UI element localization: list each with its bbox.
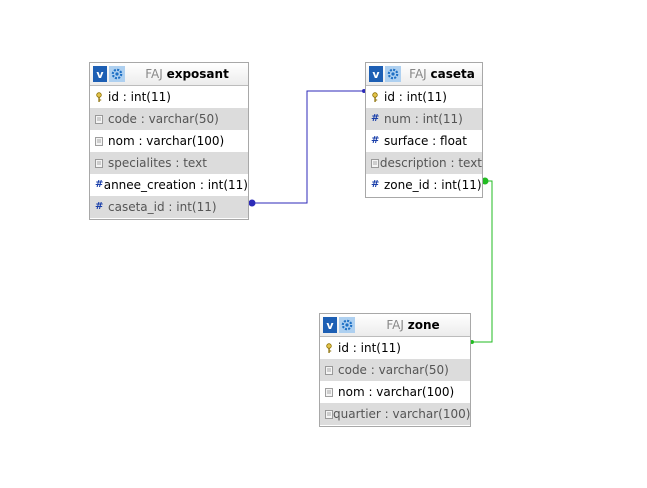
table-header[interactable]: v FAJ exposant: [90, 63, 248, 86]
column-label: id : int(11): [108, 90, 171, 104]
column-row[interactable]: description : text: [366, 152, 482, 174]
gear-icon[interactable]: [385, 66, 401, 82]
relation-caseta-zone-end: [481, 177, 489, 185]
table-db-name: FAJ: [386, 318, 404, 332]
number-hash-icon: #: [371, 113, 380, 124]
relation-exposant-caseta-end: [248, 199, 256, 207]
relation-exposant-caseta[interactable]: [252, 90, 365, 204]
column-label: description : text: [379, 156, 482, 170]
column-row[interactable]: # zone_id : int(11): [366, 174, 482, 196]
column-label: nom : varchar(100): [338, 385, 455, 399]
column-row[interactable]: code : varchar(50): [320, 359, 470, 381]
column-label: annee_creation : int(11): [103, 178, 248, 192]
relation-caseta-zone-start: [470, 340, 474, 344]
table-title: FAJ caseta: [405, 67, 479, 81]
column-label: code : varchar(50): [108, 112, 219, 126]
column-label: specialites : text: [108, 156, 207, 170]
column-row[interactable]: id : int(11): [90, 86, 248, 108]
column-row[interactable]: id : int(11): [320, 337, 470, 359]
key-icon: [325, 342, 338, 354]
column-row[interactable]: code : varchar(50): [90, 108, 248, 130]
column-label: zone_id : int(11): [384, 178, 482, 192]
text-field-icon: [95, 158, 108, 168]
column-row[interactable]: # caseta_id : int(11): [90, 196, 248, 218]
table-db-name: FAJ: [409, 67, 427, 81]
relation-caseta-zone[interactable]: [472, 180, 493, 343]
column-label: id : int(11): [338, 341, 401, 355]
column-row[interactable]: nom : varchar(100): [90, 130, 248, 152]
table-header[interactable]: v FAJ zone: [320, 314, 470, 337]
gear-icon[interactable]: [109, 66, 125, 82]
key-icon: [371, 91, 384, 103]
table-title: FAJ zone: [359, 318, 467, 332]
table-caseta[interactable]: v FAJ caseta id : int(11) # num : int(11…: [365, 62, 483, 198]
text-field-icon: [325, 409, 333, 419]
column-row[interactable]: specialites : text: [90, 152, 248, 174]
column-label: surface : float: [384, 134, 467, 148]
toggle-columns-button[interactable]: v: [369, 66, 383, 82]
column-row[interactable]: quartier : varchar(100): [320, 403, 470, 425]
column-label: code : varchar(50): [338, 363, 449, 377]
toggle-columns-button[interactable]: v: [93, 66, 107, 82]
key-icon: [95, 91, 108, 103]
table-zone[interactable]: v FAJ zone id : int(11) code : varchar(5…: [319, 313, 471, 427]
table-exposant[interactable]: v FAJ exposant id : int(11) code : varch…: [89, 62, 249, 220]
number-hash-icon: #: [371, 179, 380, 190]
table-header[interactable]: v FAJ caseta: [366, 63, 482, 86]
number-hash-icon: #: [95, 201, 104, 212]
table-db-name: FAJ: [145, 67, 163, 81]
table-title: FAJ exposant: [129, 67, 245, 81]
column-row[interactable]: # num : int(11): [366, 108, 482, 130]
text-field-icon: [95, 114, 108, 124]
column-label: quartier : varchar(100): [333, 407, 471, 421]
column-label: num : int(11): [384, 112, 463, 126]
toggle-columns-button[interactable]: v: [323, 317, 337, 333]
table-name: zone: [407, 318, 440, 332]
number-hash-icon: #: [95, 179, 104, 190]
column-label: caseta_id : int(11): [108, 200, 217, 214]
gear-icon[interactable]: [339, 317, 355, 333]
column-label: id : int(11): [384, 90, 447, 104]
table-name: exposant: [166, 67, 229, 81]
text-field-icon: [95, 136, 108, 146]
column-label: nom : varchar(100): [108, 134, 225, 148]
column-row[interactable]: # surface : float: [366, 130, 482, 152]
column-row[interactable]: # annee_creation : int(11): [90, 174, 248, 196]
text-field-icon: [325, 387, 338, 397]
number-hash-icon: #: [371, 135, 380, 146]
text-field-icon: [371, 158, 380, 168]
column-row[interactable]: nom : varchar(100): [320, 381, 470, 403]
column-row[interactable]: id : int(11): [366, 86, 482, 108]
text-field-icon: [325, 365, 338, 375]
table-name: caseta: [430, 67, 475, 81]
